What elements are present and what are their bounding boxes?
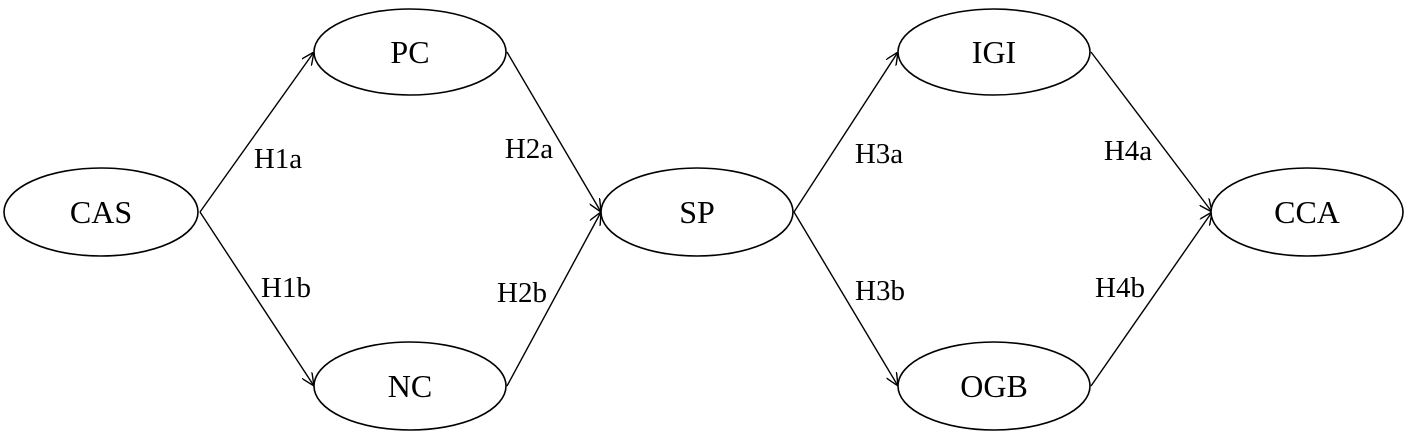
edge-label-h2a: H2a bbox=[505, 133, 553, 165]
edge-sp-igi bbox=[793, 52, 898, 213]
node-label-cca: CCA bbox=[1274, 194, 1340, 230]
node-label-igi: IGI bbox=[972, 34, 1016, 70]
node-ogb: OGB bbox=[897, 341, 1091, 431]
edge-labels: H1a H1b H2a H2b H3a H3b H4a H4b bbox=[254, 133, 1152, 309]
edge-nc-sp bbox=[506, 212, 601, 387]
node-label-ogb: OGB bbox=[960, 368, 1028, 404]
edges bbox=[199, 51, 1212, 387]
edge-cas-nc bbox=[199, 211, 314, 386]
edge-label-h1a: H1a bbox=[254, 143, 302, 175]
nodes: CAS PC NC SP IGI OGB CCA bbox=[3, 8, 1404, 431]
node-pc: PC bbox=[313, 8, 507, 96]
node-sp: SP bbox=[600, 167, 794, 257]
edge-ogb-cca bbox=[1090, 212, 1212, 387]
edge-igi-cca bbox=[1090, 51, 1212, 212]
edge-label-h1b: H1b bbox=[261, 272, 311, 304]
edge-label-h3a: H3a bbox=[855, 138, 903, 170]
node-cca: CCA bbox=[1210, 167, 1404, 257]
node-igi: IGI bbox=[897, 8, 1091, 96]
node-cas: CAS bbox=[3, 167, 199, 257]
node-label-pc: PC bbox=[390, 34, 429, 70]
node-nc: NC bbox=[313, 341, 507, 431]
node-label-nc: NC bbox=[388, 368, 432, 404]
edge-sp-ogb bbox=[793, 211, 898, 386]
node-label-sp: SP bbox=[679, 194, 715, 230]
edge-label-h2b: H2b bbox=[497, 277, 547, 309]
node-label-cas: CAS bbox=[70, 194, 132, 230]
edge-label-h4a: H4a bbox=[1104, 135, 1152, 167]
edge-pc-sp bbox=[506, 51, 601, 212]
edge-cas-pc bbox=[199, 52, 314, 213]
edge-label-h4b: H4b bbox=[1095, 272, 1145, 304]
edge-label-h3b: H3b bbox=[855, 275, 905, 307]
